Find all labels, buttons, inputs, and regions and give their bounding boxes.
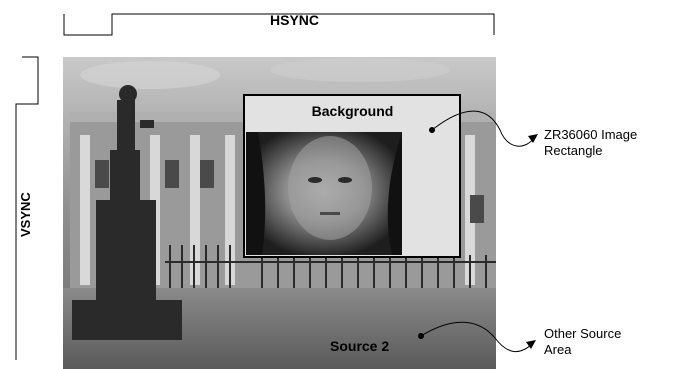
other-source-callout-arrow <box>420 321 533 352</box>
image-photo <box>246 132 402 255</box>
hsync-waveform <box>63 13 495 36</box>
other-source-callout: Other Source Area <box>544 326 621 358</box>
image-rectangle-callout-arrow <box>431 110 535 147</box>
source2-label: Source 2 <box>330 338 390 354</box>
vsync-waveform <box>15 56 39 360</box>
image-rectangle-callout-text: ZR36060 Image Rectangle <box>544 127 638 158</box>
hsync-label: HSYNC <box>270 12 320 28</box>
vsync-label: VSYNC <box>18 192 33 237</box>
background-label: Background <box>311 103 394 119</box>
other-source-callout-text: Other Source Area <box>544 326 622 357</box>
image-rectangle-callout: ZR36060 Image Rectangle <box>544 127 637 159</box>
